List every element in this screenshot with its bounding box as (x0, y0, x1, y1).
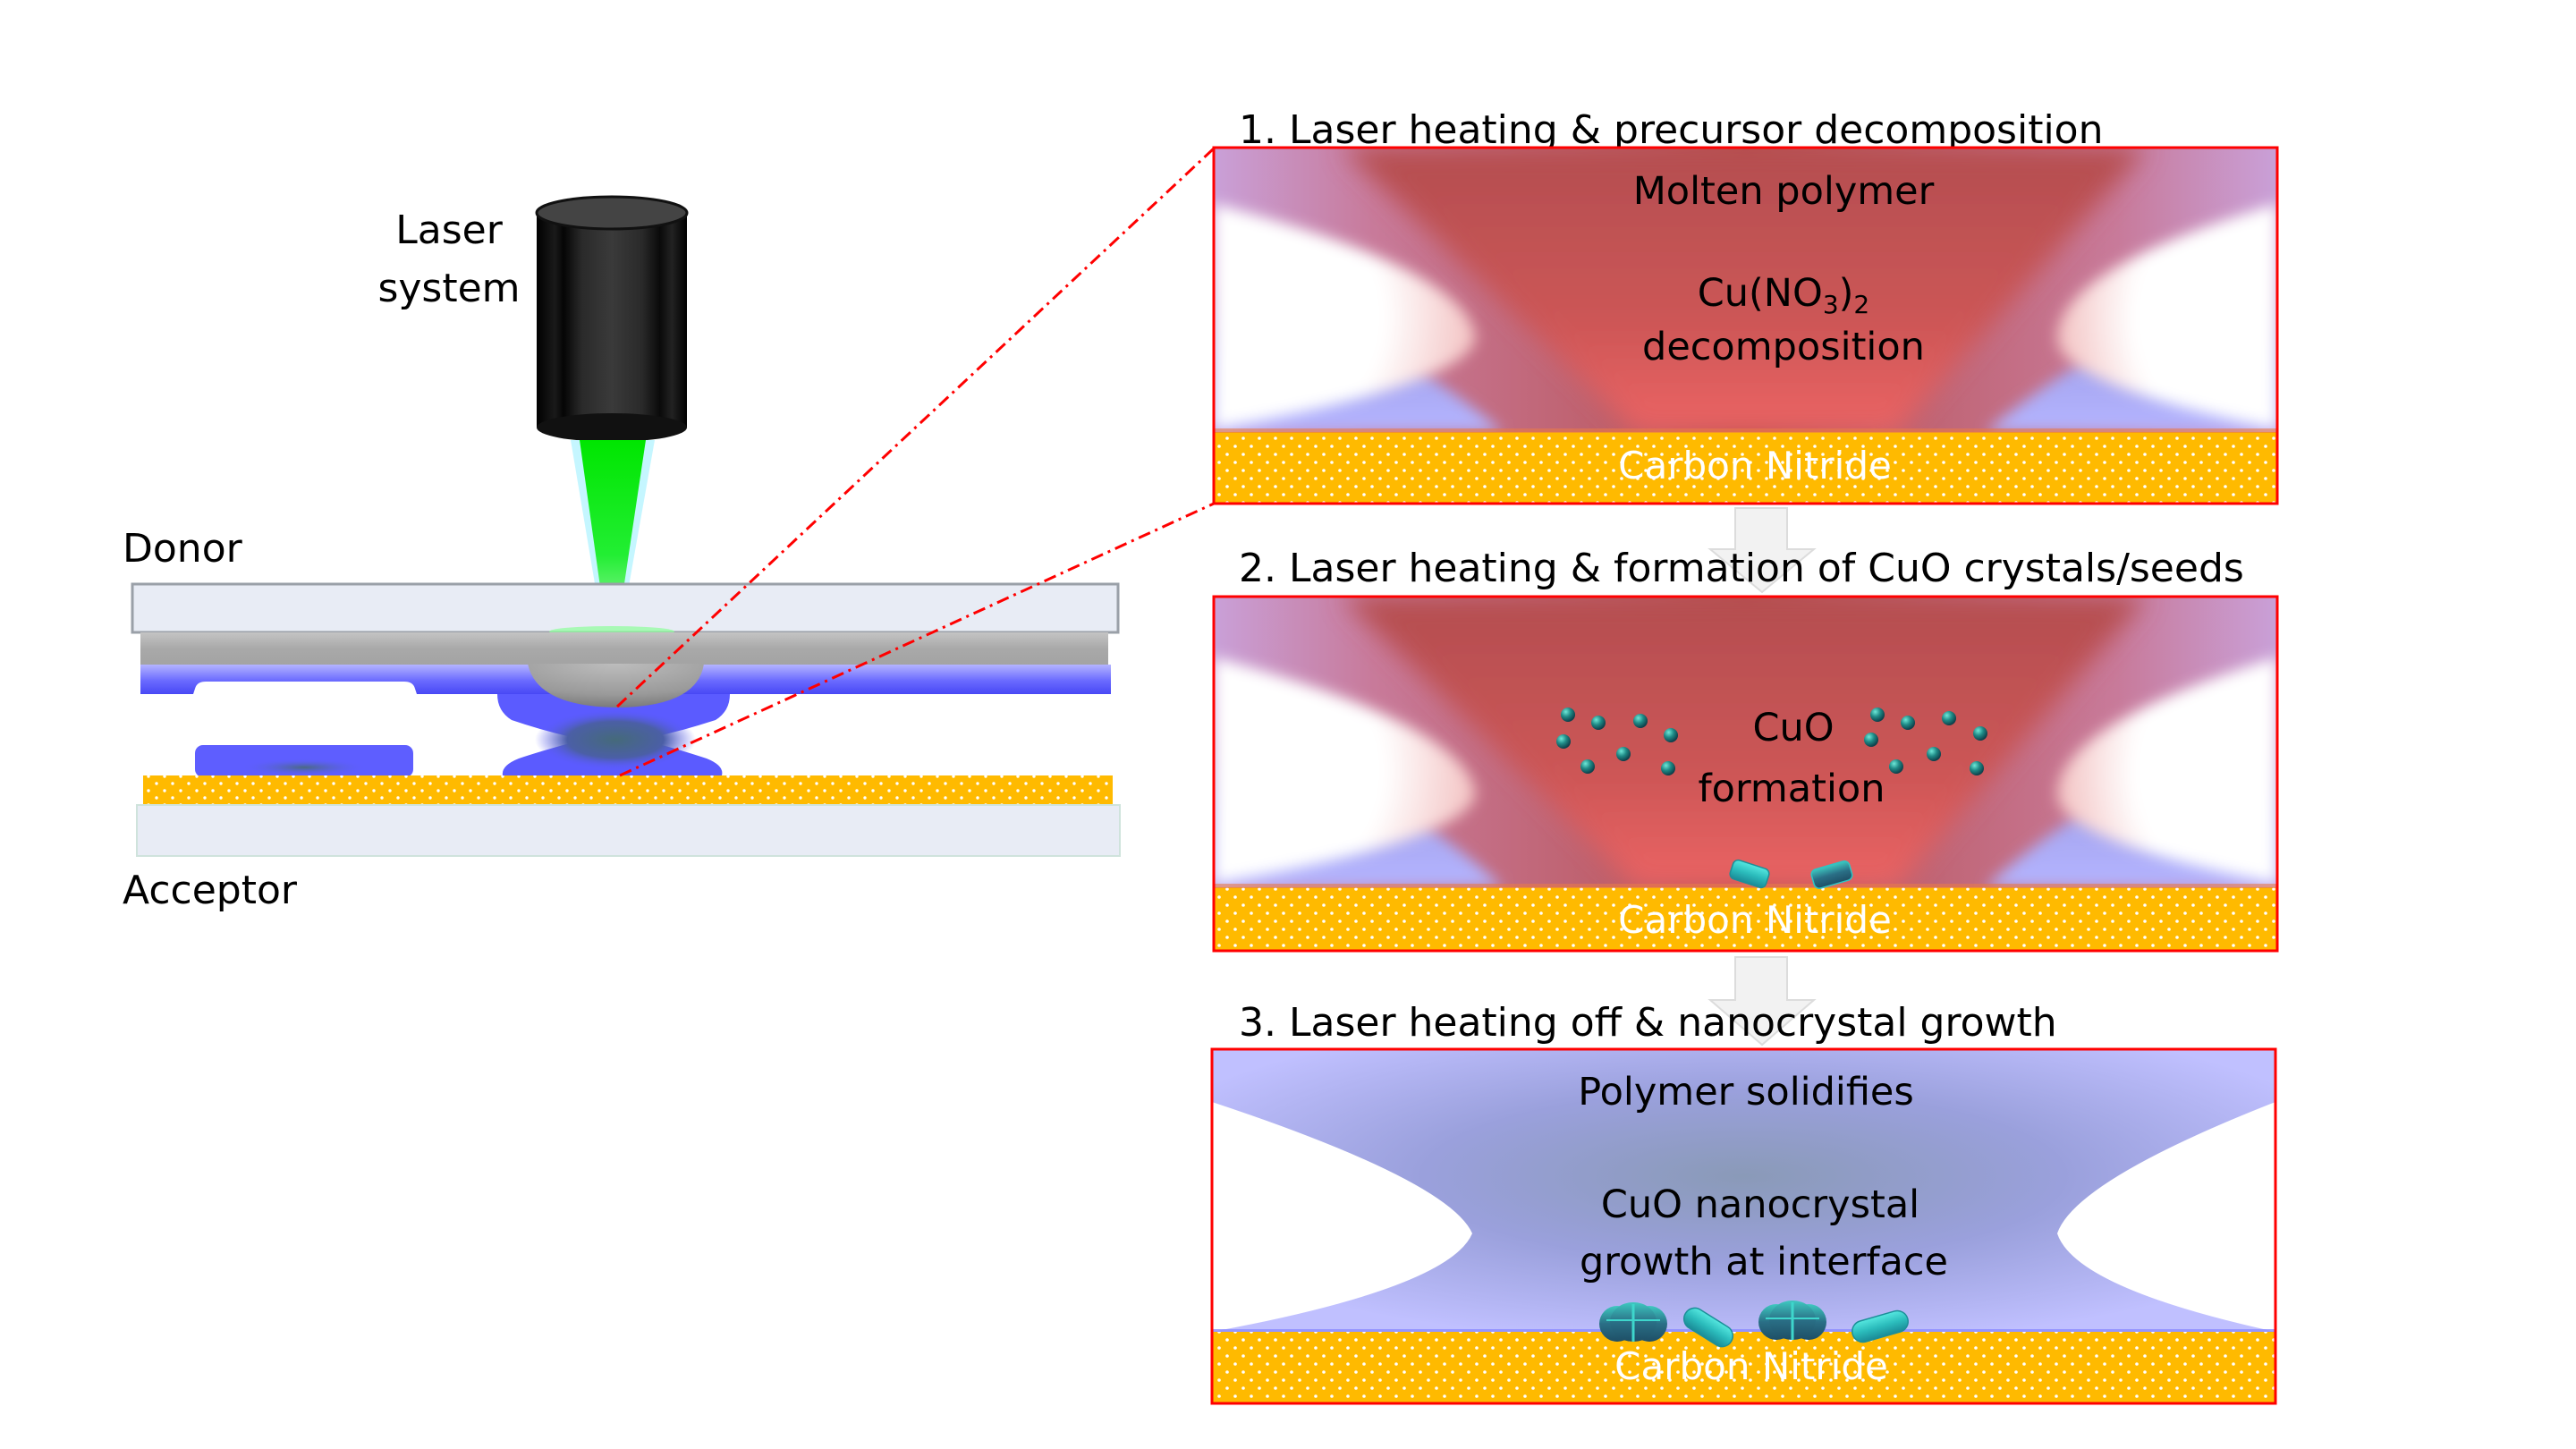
donor-label: Donor (123, 526, 243, 572)
panel-1-carbon-nitride-label: Carbon Nitride (1618, 444, 1892, 487)
panel-1-title: 1. Laser heating & precursor decompositi… (1239, 107, 2103, 153)
panel-1-carbon-nitride (1214, 432, 2277, 504)
laser-system-label: Laser (395, 208, 503, 253)
cuo-particles (1556, 708, 1987, 775)
acceptor-carbon-nitride-layer (143, 775, 1113, 805)
cuo-particle (1561, 708, 1575, 722)
laser-system-label-line2: system (377, 266, 520, 311)
panel-2-formation-label: formation (1699, 767, 1885, 811)
cuo-particle (1973, 726, 1987, 741)
donor-absorber-layer (140, 632, 1108, 665)
cuo-particle (1942, 711, 1956, 725)
nanocrystal-flower (1758, 1301, 1826, 1340)
nanocrystal-rod (1852, 1309, 1909, 1343)
panel-3-growth-label: growth at interface (1580, 1240, 1948, 1284)
seed-crystal (1729, 859, 1770, 889)
panel-2-carbon-nitride-label: Carbon Nitride (1618, 898, 1892, 942)
droplet-neck-shade (535, 709, 696, 770)
step-arrow-1-to-2 (1707, 507, 1817, 594)
panel-2-carbon-nitride (1214, 887, 2277, 951)
panel-3 (1212, 1049, 2275, 1403)
panel-2-border (1212, 595, 2279, 953)
panel-1-decomposition-label: decomposition (1642, 325, 1925, 369)
nanocrystal-flower (1599, 1302, 1667, 1342)
cuo-particle (1970, 761, 1984, 775)
cuo-particle (1661, 761, 1675, 775)
panel-1-left-gap (1214, 204, 1476, 429)
acceptor-glass-substrate (136, 804, 1121, 857)
panel-2-title: 2. Laser heating & formation of CuO crys… (1239, 546, 2244, 591)
donor-glass-substrate (131, 582, 1120, 634)
left-setup-diagram: Laser system Donor Acceptor (123, 195, 1121, 913)
cuo-particle (1616, 747, 1631, 761)
seed-crystal (1810, 860, 1853, 889)
step-arrow-2-to-3 (1707, 956, 1817, 1046)
panel-3-left-gap (1212, 1102, 1472, 1332)
panel-1-right-gap (2057, 204, 2277, 429)
panel-1-formula: Cu(NO3)2 (1698, 271, 1870, 319)
panel-3-title: 3. Laser heating off & nanocrystal growt… (1239, 1000, 2057, 1046)
panel-3-cuo-nanocrystal-label: CuO nanocrystal (1601, 1182, 1919, 1227)
zoom-line-bottom (619, 502, 1215, 777)
panel-1-molten-polymer-label: Molten polymer (1633, 169, 1935, 214)
cuo-particle (1664, 728, 1678, 742)
panel-3-carbon-nitride-label: Carbon Nitride (1614, 1344, 1888, 1388)
panel-1 (1214, 148, 2277, 504)
panel-1-border (1212, 146, 2279, 505)
cuo-particle (1927, 747, 1941, 761)
panel-2-right-gap (2057, 657, 2277, 884)
acceptor-label: Acceptor (123, 868, 298, 913)
cuo-particle (1864, 733, 1878, 747)
cuo-particle (1556, 734, 1571, 749)
cuo-particle (1633, 714, 1648, 728)
cuo-particle (1591, 716, 1606, 730)
laser-objective-icon (535, 195, 689, 442)
panel-2-cuo-label: CuO (1752, 706, 1834, 750)
panel-2-left-gap (1214, 657, 1476, 884)
cuo-particle (1901, 716, 1915, 730)
panel-3-polymer-solidifies-label: Polymer solidifies (1578, 1070, 1914, 1114)
laser-beam (571, 440, 655, 631)
panel-3-border (1210, 1047, 2277, 1405)
zoom-line-top (615, 147, 1216, 708)
cuo-particle (1870, 708, 1885, 722)
cuo-particle (1889, 759, 1903, 774)
deposited-pad-shade (242, 758, 367, 776)
cuo-particle (1580, 759, 1595, 774)
panel-3-carbon-nitride (1212, 1332, 2275, 1403)
panel-3-right-gap (2057, 1102, 2275, 1332)
panel-2 (1214, 597, 2277, 951)
nanocrystal-rod (1682, 1307, 1734, 1348)
absorber-dome (528, 664, 704, 708)
